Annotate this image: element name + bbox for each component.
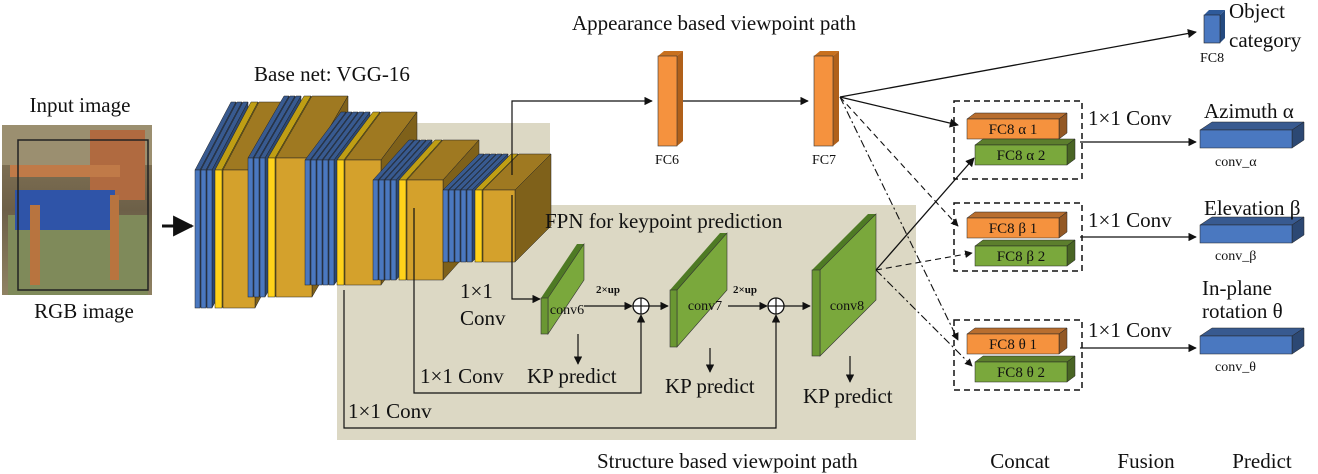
lateral-1x1-arrow (511, 195, 541, 304)
concat-box-theta (953, 319, 1083, 391)
object-label-line2: category (1229, 28, 1302, 52)
conv7-label: conv7 (688, 299, 722, 314)
conv-beta-label: conv_β (1215, 249, 1256, 264)
input-photo (2, 125, 152, 295)
fc6-label: FC6 (655, 153, 679, 168)
fc8-alpha2-block: FC8 α 2 (974, 138, 1076, 166)
fc8-theta2-block: FC8 θ 2 (974, 355, 1076, 383)
to-fc6-arrow (511, 96, 653, 175)
skip-1x1-arrow-2 (343, 290, 781, 429)
conv7-block (669, 232, 728, 348)
lateral-1x1-label-a: 1×1 (460, 279, 493, 303)
fpn-label: FPN for keypoint prediction (545, 209, 783, 233)
to-fc8-a1-arrow (839, 96, 959, 128)
inplane-label-line2: rotation θ (1202, 299, 1283, 323)
skip-1x1-label-1: 1×1 Conv (420, 364, 504, 388)
fc8-beta2-block-label: FC8 β 2 (997, 249, 1045, 265)
input-image-label: Input image (30, 93, 131, 117)
conv8-block (811, 213, 877, 357)
object-label-line1: Object (1229, 0, 1285, 23)
kp-predict-2: KP predict (665, 374, 755, 398)
fc8-beta1-block: FC8 β 1 (966, 211, 1068, 239)
fc8-beta2-block: FC8 β 2 (974, 239, 1076, 267)
conv6-label: conv6 (550, 303, 584, 318)
elevation-label: Elevation β (1204, 196, 1300, 220)
up-label-2: 2×up (733, 284, 757, 296)
conv-alpha-label: conv_α (1215, 155, 1257, 170)
kp-predict-3: KP predict (803, 384, 893, 408)
elevation-output-block (1199, 216, 1305, 244)
fc8-alpha2-block-label: FC8 α 2 (997, 148, 1046, 164)
conv8-to-a2-arrow (875, 157, 975, 271)
conv-theta-label: conv_θ (1215, 360, 1256, 375)
vgg-block-5-pool (482, 153, 552, 263)
fc8-alpha1-block: FC8 α 1 (966, 112, 1068, 140)
predict-blocks (1199, 121, 1305, 355)
inplane-output-block (1199, 327, 1305, 355)
lateral-1x1-label-b: Conv (460, 306, 506, 330)
azimuth-label: Azimuth α (1204, 99, 1294, 123)
fc7-block (813, 51, 839, 147)
sum-node-2 (767, 297, 785, 315)
conv8-to-b2-arrow (875, 250, 973, 271)
to-fc8-b1-arrow (839, 96, 959, 227)
kp-predict-1: KP predict (527, 364, 617, 388)
rgb-image-label: RGB image (34, 299, 134, 323)
concat-blocks: FC8 α 1 FC8 α 2 FC8 β 1 FC8 β 2 FC8 θ 1 FC8 θ… (966, 112, 1076, 383)
concat-caption: Concat (990, 449, 1050, 473)
fusion-conv-alpha: 1×1 Conv (1088, 106, 1172, 130)
azimuth-output-block (1199, 121, 1305, 149)
conv8-to-t2-arrow (875, 269, 973, 367)
to-fc8-arrow (839, 28, 1197, 98)
fusion-caption: Fusion (1117, 449, 1175, 473)
appearance-path-label: Appearance based viewpoint path (572, 11, 856, 35)
fc8-category-block (1203, 10, 1225, 44)
fc8-theta1-block-label: FC8 θ 1 (989, 337, 1037, 353)
sum-node-1 (632, 297, 650, 315)
base-net-label: Base net: VGG-16 (254, 62, 410, 86)
fc8-label: FC8 (1200, 51, 1224, 66)
fc8-theta1-block: FC8 θ 1 (966, 327, 1068, 355)
conv8-label: conv8 (830, 299, 864, 314)
fc8-theta2-block-label: FC8 θ 2 (997, 365, 1045, 381)
conv6-block (540, 243, 585, 335)
fusion-conv-theta: 1×1 Conv (1088, 318, 1172, 342)
to-fc8-t1-arrow (839, 96, 959, 341)
predict-caption: Predict (1232, 449, 1292, 473)
skip-1x1-label-2: 1×1 Conv (348, 399, 432, 423)
fc8-alpha1-block-label: FC8 α 1 (989, 122, 1038, 138)
concat-box-alpha (953, 100, 1083, 180)
fc6-block (657, 51, 683, 147)
fc7-label: FC7 (812, 153, 836, 168)
up-label-1: 2×up (596, 284, 620, 296)
structure-path-label: Structure based viewpoint path (597, 449, 858, 473)
fc8-beta1-block-label: FC8 β 1 (989, 221, 1037, 237)
inplane-label-line1: In-plane (1202, 276, 1272, 300)
vgg16-blocks (194, 95, 552, 309)
skip-1x1-arrow-1 (413, 208, 646, 394)
fusion-conv-beta: 1×1 Conv (1088, 208, 1172, 232)
